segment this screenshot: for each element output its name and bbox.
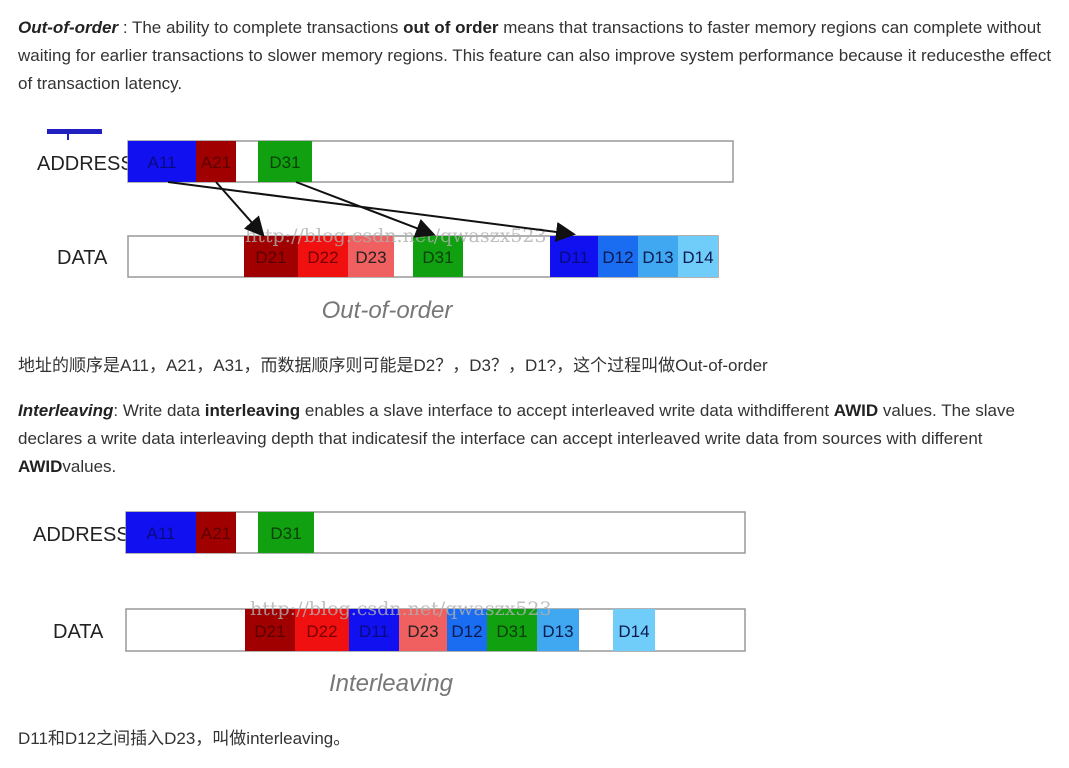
- address-cell-a11: [126, 512, 196, 553]
- address-cell-label: A21: [201, 153, 231, 172]
- data-cell: [244, 236, 298, 277]
- data-cell-label: D13: [542, 622, 573, 641]
- address-cell-d31: [258, 141, 312, 182]
- paragraph-text: values.: [62, 457, 117, 476]
- data-cell: [550, 236, 598, 277]
- paragraph-text: enables a slave interface to accept inte…: [300, 401, 834, 420]
- out-of-order-paragraph: Out-of-order : The ability to complete t…: [18, 14, 1063, 98]
- address-cell-label: A11: [147, 524, 176, 543]
- transfer-arrow: [167, 181, 576, 242]
- transfer-arrow: [215, 181, 265, 237]
- diagram-caption: Interleaving: [329, 670, 454, 697]
- data-cell: [399, 609, 447, 651]
- data-cell: [245, 609, 295, 651]
- paragraph-text: means that transactions to faster memory…: [18, 18, 1052, 93]
- data-cell-label: D23: [407, 622, 438, 641]
- data-cell: [678, 236, 718, 277]
- address-cell-a21: [196, 141, 236, 182]
- data-cell-label: D22: [307, 248, 338, 267]
- address-cell-label: A21: [201, 524, 231, 543]
- address-cell-label: A11: [148, 153, 177, 172]
- data-cell: [537, 609, 579, 651]
- paragraph-text: : Write data: [113, 401, 205, 420]
- watermark: http://blog.csdn.net/qwaszx523: [250, 598, 552, 620]
- data-cell: [487, 609, 537, 651]
- data-row-label: DATA: [57, 247, 108, 269]
- data-cell: [447, 609, 487, 651]
- diagram-fragment: [47, 129, 102, 134]
- data-cell-label: D23: [355, 248, 386, 267]
- data-cell-label: D12: [451, 622, 482, 641]
- data-cell-label: D11: [559, 248, 589, 267]
- address-cell-a21: [196, 512, 236, 553]
- data-cell-label: D12: [602, 248, 633, 267]
- interleaving-term: Interleaving: [18, 401, 114, 420]
- chinese-note-1: 地址的顺序是A11，A21，A31，而数据顺序则可能是D2？，D3？，D1?，这…: [18, 356, 768, 375]
- data-cell: [613, 609, 655, 651]
- data-cell-label: D31: [496, 622, 527, 641]
- data-cell-label: D13: [642, 248, 673, 267]
- out-of-order-term: Out-of-order: [18, 18, 119, 37]
- address-cell-label: D31: [269, 153, 300, 172]
- data-cell: [413, 236, 463, 277]
- paragraph-text: values. The slave declares a write data …: [18, 401, 1015, 448]
- data-cell-label: D14: [682, 248, 713, 267]
- data-cell: [638, 236, 678, 277]
- address-row-label: ADDRESS: [33, 524, 130, 546]
- bold-text: out of order: [403, 18, 499, 37]
- data-cell: [598, 236, 638, 277]
- data-cell: [295, 609, 349, 651]
- data-cell: [349, 609, 399, 651]
- data-cell-label: D11: [359, 622, 389, 641]
- data-cell-label: D21: [255, 248, 286, 267]
- watermark: http://blog.csdn.net/qwaszx523: [245, 225, 547, 247]
- out-of-order-diagram: ADDRESS A11 A21 D31 DATA D21 D22 D23 D31…: [37, 129, 734, 324]
- diagram-caption: Out-of-order: [322, 297, 454, 324]
- bold-text: AWID: [18, 457, 63, 476]
- data-cell: [298, 236, 348, 277]
- address-cell-d31: [258, 512, 314, 553]
- bold-text: interleaving: [204, 401, 301, 420]
- paragraph-text: : The ability to complete transactions: [118, 18, 404, 37]
- data-cell-label: D21: [254, 622, 285, 641]
- data-cell-label: D14: [618, 622, 649, 641]
- data-row-label: DATA: [53, 621, 104, 643]
- interleaving-paragraph: Interleaving: Write data interleaving en…: [18, 397, 1063, 481]
- address-cell-label: D31: [270, 524, 301, 543]
- data-cell-label: D31: [422, 248, 453, 267]
- bold-text: AWID: [833, 401, 879, 420]
- data-cell-label: D22: [306, 622, 337, 641]
- address-cell-a11: [128, 141, 196, 182]
- interleaving-diagram: ADDRESS A11 A21 D31 DATA D21 D22 D11 D23…: [33, 511, 746, 697]
- data-cell: [348, 236, 394, 277]
- chinese-note-2: D11和D12之间插入D23，叫做interleaving。: [18, 729, 351, 748]
- address-row-label: ADDRESS: [37, 153, 134, 175]
